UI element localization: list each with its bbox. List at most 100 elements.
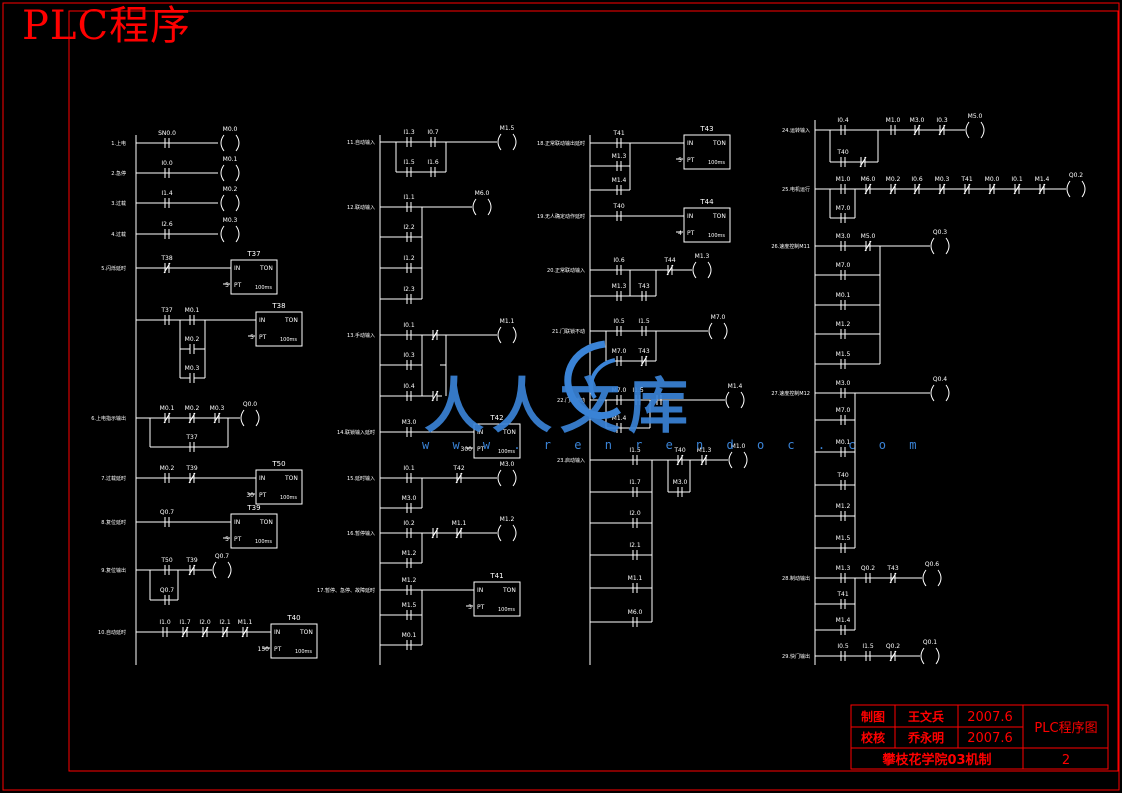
contact-label: M5.0 — [861, 233, 876, 240]
timer-base: 100ms — [255, 539, 272, 545]
timer-type: TON — [712, 213, 726, 220]
timer-base: 100ms — [498, 607, 515, 613]
rung-label: 4.过载 — [111, 231, 126, 238]
coil-arc — [945, 237, 950, 255]
coil-label: M0.1 — [223, 156, 238, 163]
contact-label: T40 — [612, 203, 624, 210]
contact-label: M3.0 — [836, 233, 851, 240]
coil-arc — [740, 391, 745, 409]
rung-label: 6.上电指示输出 — [91, 415, 126, 422]
drawn-by: 王文兵 — [908, 709, 944, 724]
contact-slash — [213, 412, 221, 424]
coil-arc — [227, 561, 232, 579]
coil-arc — [235, 134, 240, 152]
coil-label: M1.0 — [731, 443, 746, 450]
coil-arc — [220, 164, 225, 182]
rung-label: 9.复位输出 — [101, 567, 126, 574]
contact-label: M6.0 — [861, 176, 876, 183]
coil-arc — [728, 451, 733, 469]
contact-label: M1.1 — [238, 619, 253, 626]
contact-label: M1.2 — [402, 550, 417, 557]
contact-label: M1.5 — [402, 602, 417, 609]
contact-label: M0.1 — [402, 632, 417, 639]
timer-in: IN — [274, 629, 280, 636]
timer-in: IN — [477, 429, 483, 436]
rung-label: 27.速度控制M12 — [771, 390, 810, 397]
contact-label: I2.2 — [403, 224, 414, 231]
coil-label: M1.5 — [500, 125, 515, 132]
contact-slash — [188, 412, 196, 424]
contact-slash — [455, 472, 463, 484]
contact-slash — [889, 572, 897, 584]
contact-label: M1.4 — [612, 177, 627, 184]
coil-arc — [255, 409, 260, 427]
timer-pt: PT — [687, 230, 695, 237]
timer-preset: 5 — [678, 157, 682, 164]
coil-label: M6.0 — [475, 190, 490, 197]
timer-type: TON — [259, 265, 273, 272]
contact-label: M1.3 — [836, 565, 851, 572]
contact-label: M7.0 — [612, 348, 627, 355]
coil-label: Q0.4 — [933, 376, 947, 383]
timer-preset: 5 — [225, 282, 229, 289]
coil-arc — [945, 384, 950, 402]
contact-label: M1.5 — [836, 535, 851, 542]
contact-slash — [163, 262, 171, 274]
timer-preset: 5 — [250, 334, 254, 341]
rung-label: 7.过载延时 — [101, 475, 126, 482]
timer-box — [683, 134, 731, 170]
contact-slash — [666, 264, 674, 276]
rung-label: 29.快门输出 — [782, 653, 810, 660]
contact-label: I0.6 — [911, 176, 922, 183]
rung-label: 16.暂停输入 — [347, 530, 375, 537]
timer-in: IN — [687, 140, 693, 147]
contact-label: T43 — [886, 565, 898, 572]
contact-slash — [640, 355, 648, 367]
contact-slash — [938, 183, 946, 195]
contact-label: M0.2 — [886, 176, 901, 183]
contact-label: I2.1 — [629, 542, 640, 549]
rung-label: 19.无人确定动作延时 — [537, 213, 585, 220]
contact-label: I2.0 — [629, 510, 640, 517]
timer-pt: PT — [687, 157, 695, 164]
timer-name: T37 — [246, 250, 260, 258]
contact-label: M1.3 — [697, 447, 712, 454]
contact-label: M1.3 — [612, 283, 627, 290]
coil-arc — [212, 561, 217, 579]
checked-label: 校核 — [861, 730, 885, 745]
contact-label: I1.5 — [629, 447, 640, 454]
contact-label: M3.0 — [836, 380, 851, 387]
contact-label: I1.2 — [403, 255, 414, 262]
watermark-logo-icon — [564, 340, 622, 420]
timer-type: TON — [284, 317, 298, 324]
contact-label: I0.2 — [403, 520, 414, 527]
contact-slash — [700, 454, 708, 466]
coil-label: M0.0 — [223, 126, 238, 133]
coil-arc — [937, 569, 942, 587]
page-title: PLC程序 — [22, 3, 192, 49]
timer-base: 100ms — [255, 285, 272, 291]
timer-type: TON — [712, 140, 726, 147]
rung-label: 25.电机运行 — [782, 186, 810, 193]
coil-label: M0.3 — [223, 217, 238, 224]
contact-label: I1.5 — [638, 318, 649, 325]
timer-pt: PT — [259, 334, 267, 341]
rung-label: 12.联动输入 — [347, 204, 375, 211]
coil-label: Q0.3 — [933, 229, 947, 236]
contact-label: M1.2 — [402, 577, 417, 584]
contact-label: I1.5 — [632, 387, 643, 394]
timer-base: 100ms — [280, 337, 297, 343]
contact-label: M1.5 — [836, 351, 851, 358]
timer-box — [270, 623, 318, 659]
coil-label: Q0.7 — [215, 553, 229, 560]
timer-in: IN — [687, 213, 693, 220]
contact-label: I1.5 — [403, 159, 414, 166]
timer-box — [473, 423, 521, 459]
contact-label: M1.3 — [612, 153, 627, 160]
watermark: 人人文库 w w w . r e n r e n d o c . c o m — [420, 340, 916, 465]
rung-label: 2.急停 — [111, 170, 126, 177]
contact-label: T40 — [836, 149, 848, 156]
contact-slash — [913, 124, 921, 136]
contact-label: M1.4 — [1035, 176, 1050, 183]
timer-in: IN — [234, 265, 240, 272]
